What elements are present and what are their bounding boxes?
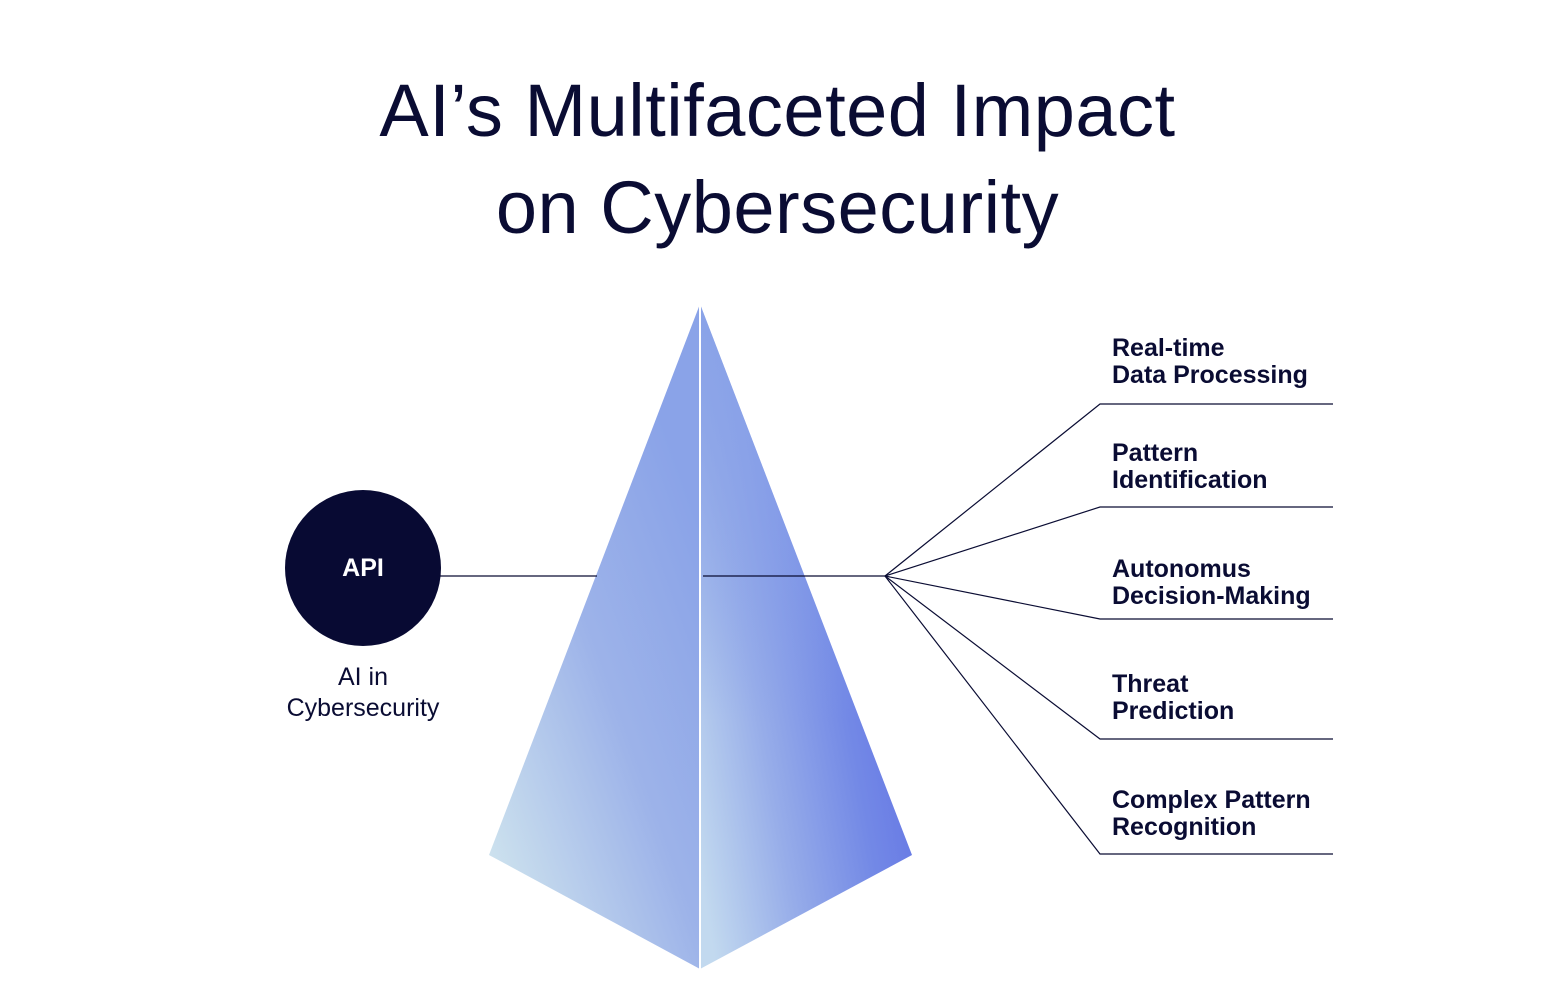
api-caption-line-2: Cybersecurity — [286, 694, 440, 722]
api-node-label: API — [342, 553, 384, 582]
item-complex-pattern-recognition: Complex Pattern Recognition — [1112, 787, 1311, 841]
fan-line-3 — [884, 575, 1333, 620]
item-3-line-2: Decision-Making — [1112, 582, 1311, 610]
title-line-1: AI’s Multifaceted Impact — [379, 69, 1176, 152]
api-node-caption: AI in Cybersecurity — [263, 662, 463, 724]
item-3-line-1: Autonomus — [1112, 555, 1251, 583]
api-caption-line-1: AI in — [337, 663, 389, 691]
fan-connectors — [884, 403, 1333, 855]
title-line-2: on Cybersecurity — [495, 166, 1060, 249]
item-autonomus-decision-making: Autonomus Decision-Making — [1112, 556, 1311, 610]
item-threat-prediction: Threat Prediction — [1112, 671, 1234, 725]
pyramid-right-face-highlight — [700, 304, 860, 720]
item-1-line-1: Real-time — [1112, 334, 1225, 362]
item-real-time-data-processing: Real-time Data Processing — [1112, 335, 1308, 389]
pyramid-left-face — [489, 304, 700, 969]
item-5-line-1: Complex Pattern — [1112, 786, 1311, 814]
diagram-title: AI’s Multifaceted Impact on Cybersecurit… — [0, 62, 1555, 256]
item-pattern-identification: Pattern Identification — [1112, 440, 1268, 494]
fan-line-1 — [884, 403, 1333, 577]
item-2-line-2: Identification — [1112, 466, 1268, 494]
fan-line-2 — [884, 506, 1333, 577]
item-1-line-2: Data Processing — [1112, 361, 1308, 389]
item-4-line-1: Threat — [1112, 670, 1189, 698]
fan-line-4 — [884, 575, 1333, 740]
item-4-line-2: Prediction — [1112, 697, 1235, 725]
fan-line-5 — [884, 575, 1333, 855]
item-2-line-1: Pattern — [1112, 439, 1199, 467]
api-node: API — [285, 490, 441, 646]
item-5-line-2: Recognition — [1112, 813, 1257, 841]
